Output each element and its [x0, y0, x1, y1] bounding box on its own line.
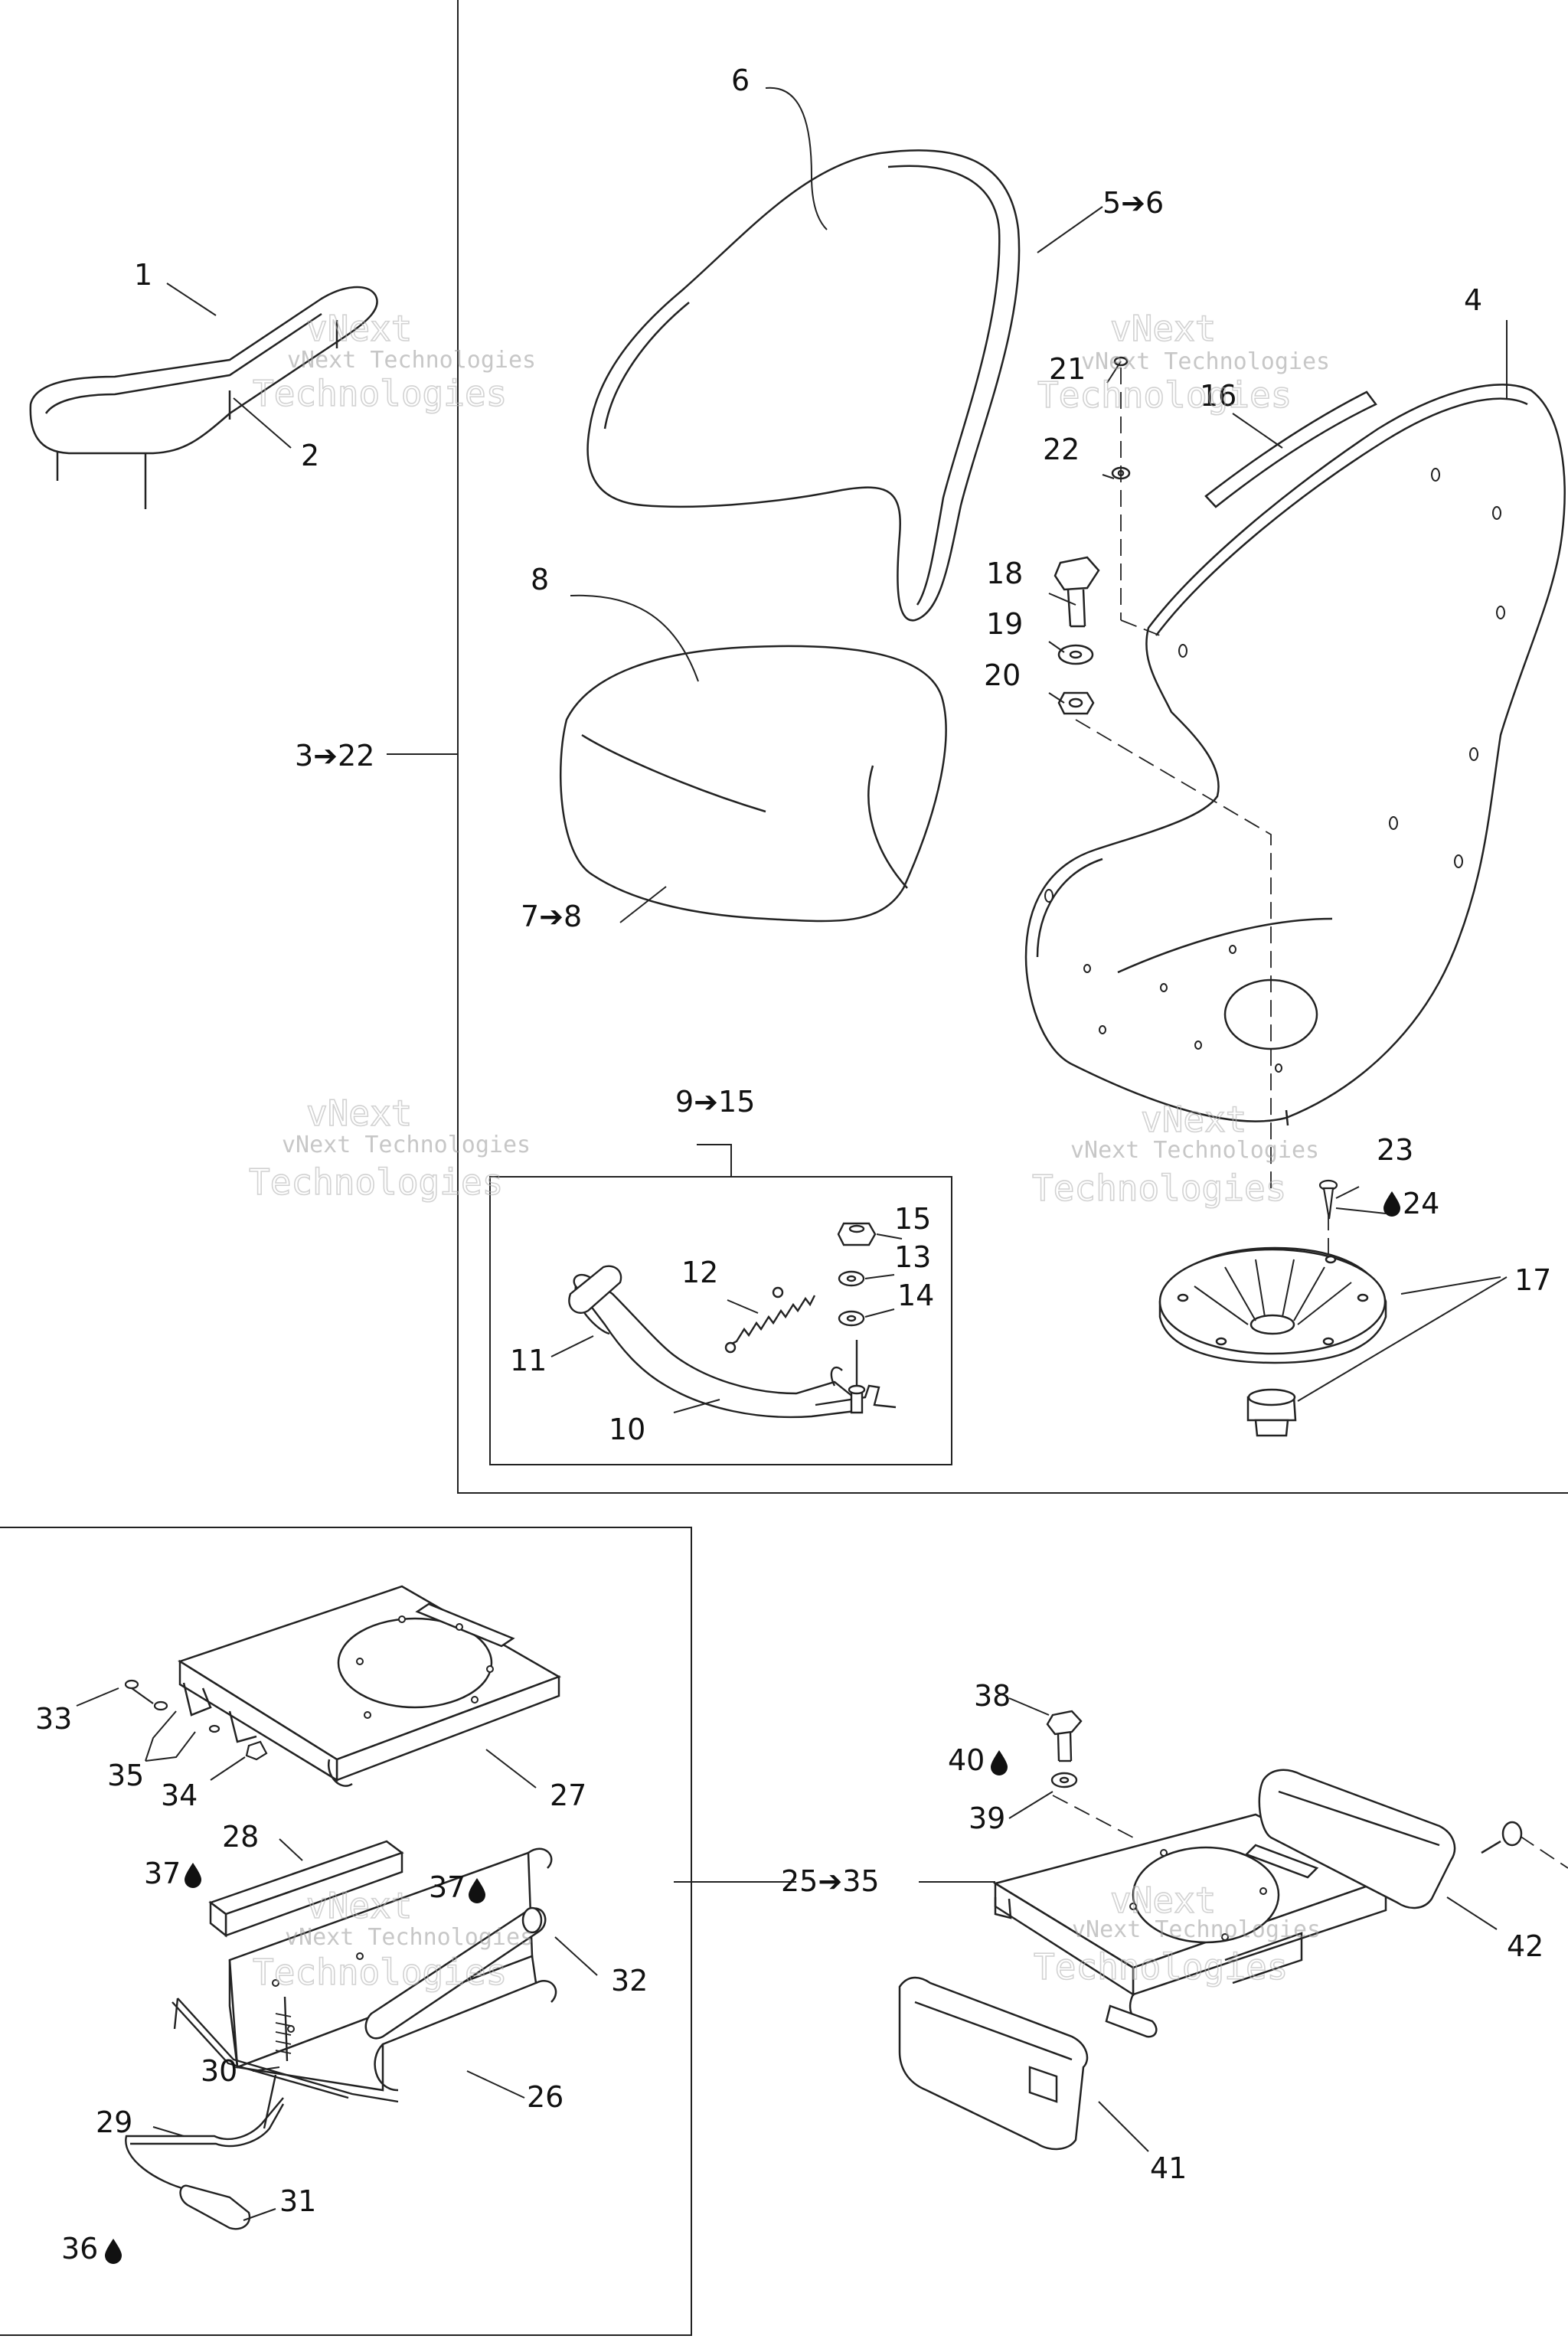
callout-23: 23: [1377, 1133, 1413, 1167]
watermark-line: vNext: [1141, 1099, 1246, 1140]
watermark-line: vNext: [1110, 308, 1216, 349]
callout-16: 16: [1200, 379, 1236, 413]
callout-40: 40: [948, 1743, 985, 1777]
callout-5-6: 5➔6: [1102, 186, 1164, 220]
callout-26: 26: [527, 2080, 564, 2114]
slide-lever-part: [125, 1996, 399, 2230]
callout-19: 19: [986, 607, 1023, 641]
right-side-cover-part: [1258, 1769, 1523, 1909]
leader-lines: [76, 87, 1508, 2221]
watermark-bottom-left: vNext vNext Technologies Technologies: [252, 1884, 534, 1994]
watermark-middle-left: vNext vNext Technologies Technologies: [248, 1092, 531, 1204]
watermark-line: Technologies: [253, 373, 507, 414]
seat-hardware-parts: [1054, 356, 1131, 715]
callout-29: 29: [96, 2105, 132, 2139]
callout-15: 15: [894, 1202, 931, 1236]
seat-cushion-part: [559, 645, 947, 923]
callout-39: 39: [969, 1802, 1005, 1835]
callout-21: 21: [1049, 352, 1086, 386]
watermark-line: vNext: [306, 1093, 412, 1134]
oil-drop-icon: [1383, 1191, 1400, 1217]
watermark-line: Technologies: [1037, 374, 1292, 416]
seat-pan-part: [1024, 384, 1566, 1126]
watermark-middle-right: vNext vNext Technologies Technologies: [1031, 1098, 1319, 1210]
oil-drop-icon: [185, 1863, 201, 1888]
callout-20: 20: [984, 658, 1021, 692]
callout-27: 27: [550, 1779, 586, 1812]
watermark-line: Technologies: [1034, 1946, 1288, 1988]
slide-assembly-part: [992, 1813, 1389, 2038]
slide-top-plate-part: [178, 1585, 561, 1787]
callout-12: 12: [681, 1256, 718, 1289]
oil-drop-icon: [991, 1750, 1008, 1775]
watermark-line: vNext Technologies: [1081, 348, 1330, 375]
oil-drop-icon: [105, 2239, 122, 2264]
watermark-line: vNext Technologies: [285, 1924, 534, 1951]
callout-34: 34: [161, 1779, 198, 1812]
slide-tube-part: [364, 1906, 547, 2040]
release-lever-kit-part: [568, 1222, 897, 1419]
watermark-line: vNext Technologies: [287, 347, 536, 374]
callout-42: 42: [1507, 1929, 1544, 1963]
callout-9-15: 9➔15: [675, 1085, 755, 1119]
callout-7-8: 7➔8: [521, 900, 582, 933]
watermark-line: vNext Technologies: [282, 1132, 531, 1158]
swivel-base-part: [1158, 1246, 1387, 1437]
callout-17: 17: [1514, 1263, 1551, 1297]
callout-6: 6: [731, 64, 750, 97]
watermark-top-left: vNext vNext Technologies Technologies: [252, 307, 536, 415]
callout-28: 28: [222, 1820, 259, 1854]
callout-8: 8: [531, 563, 549, 596]
callout-36: 36: [61, 2232, 98, 2265]
screw-part: [1318, 1179, 1338, 1220]
slide-mount-bolt-parts: [1046, 1710, 1083, 1788]
watermark-line: vNext: [1110, 1880, 1216, 1921]
callout-2: 2: [301, 439, 319, 472]
callout-37-b: 37: [429, 1870, 466, 1904]
callout-18: 18: [986, 557, 1023, 590]
watermark-line: Technologies: [1032, 1168, 1286, 1209]
watermark-line: vNext: [306, 308, 412, 349]
callout-41: 41: [1150, 2151, 1187, 2185]
assembly-guide-lines: [1052, 368, 1568, 1869]
watermark-line: vNext Technologies: [1072, 1916, 1321, 1943]
armrest-part: [29, 286, 378, 509]
callout-22: 22: [1043, 433, 1080, 466]
watermark-line: vNext: [306, 1885, 412, 1926]
watermark-line: vNext Technologies: [1070, 1137, 1319, 1164]
callout-4: 4: [1464, 283, 1482, 317]
callout-10: 10: [609, 1413, 645, 1446]
watermark-line: Technologies: [249, 1161, 503, 1203]
lower-frame: [0, 1527, 692, 2336]
callout-11: 11: [510, 1344, 547, 1377]
callout-30: 30: [201, 2054, 237, 2088]
callout-14: 14: [897, 1279, 934, 1312]
watermark-top-right: vNext vNext Technologies Technologies: [1037, 307, 1330, 416]
callout-25-35: 25➔35: [781, 1864, 880, 1898]
callout-33: 33: [35, 1702, 72, 1736]
callout-38: 38: [974, 1679, 1011, 1713]
callout-37-a: 37: [144, 1857, 181, 1890]
callout-24: 24: [1403, 1187, 1439, 1220]
callout-32: 32: [611, 1964, 648, 1998]
callout-13: 13: [894, 1240, 931, 1274]
upper-frame: [457, 0, 1568, 1494]
callout-35: 35: [107, 1759, 144, 1792]
watermark-bottom-right: vNext vNext Technologies Technologies: [1033, 1879, 1321, 1988]
callout-3-22: 3➔22: [295, 739, 374, 773]
part-callouts: 1 2 3➔22 4 5➔6 6 7➔8 8 9➔15 10 11 12 13 …: [35, 64, 1551, 2265]
callout-31: 31: [279, 2184, 316, 2218]
trim-strip-part: [1204, 390, 1377, 508]
callout-1: 1: [134, 258, 152, 292]
left-side-cover-part: [898, 1976, 1089, 2151]
watermark-line: Technologies: [253, 1952, 507, 1993]
slide-fastener-parts: [124, 1679, 268, 1761]
backrest-cushion-part: [586, 149, 1021, 622]
